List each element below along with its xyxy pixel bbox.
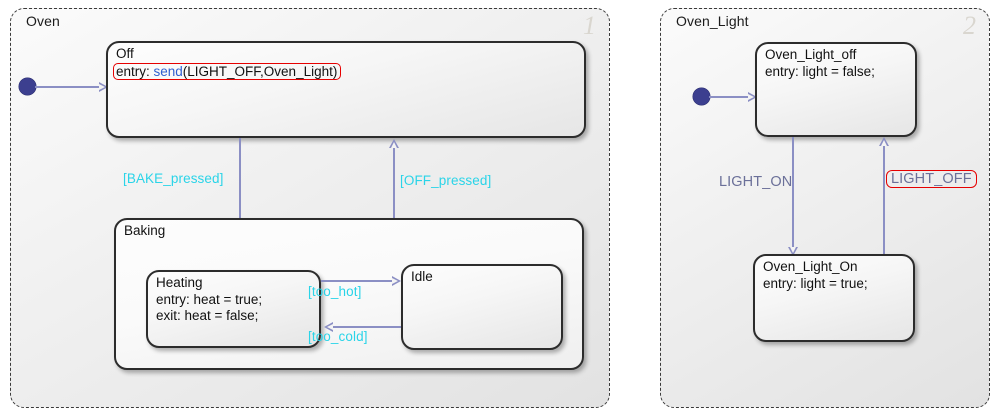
transition-too-hot-arrowhead [392, 276, 401, 286]
state-heating-text: Heating entry: heat = true; exit: heat =… [156, 275, 315, 325]
default-transition-arrowhead-oven [99, 81, 108, 92]
state-off-entry-prefix: entry: [116, 63, 154, 79]
default-transition-line-oven-light [709, 96, 754, 98]
transition-label-off-pressed[interactable]: [OFF_pressed] [400, 173, 492, 188]
default-transition-arrowhead-oven-light [748, 91, 757, 102]
state-oven-light-on-title: Oven_Light_On [763, 259, 858, 274]
state-baking-title: Baking [124, 223, 166, 238]
transition-off-pressed-line[interactable] [393, 146, 395, 226]
transition-too-cold-line[interactable] [329, 326, 401, 328]
send-keyword: send [153, 63, 183, 79]
state-heating[interactable]: Heating entry: heat = true; exit: heat =… [146, 270, 321, 348]
state-oven-light-on-entry: entry: light = true; [763, 275, 868, 291]
state-baking[interactable]: Baking Heating entry: heat = true; exit:… [114, 218, 584, 370]
chart-oven[interactable]: Oven 1 Off entry: send(LIGHT_OFF,Oven_Li… [10, 8, 610, 408]
state-oven-light-off-entry: entry: light = false; [765, 63, 875, 79]
transition-label-too-cold[interactable]: [too_cold] [308, 329, 368, 344]
transition-too-cold-arrowhead [324, 322, 333, 332]
state-oven-light-off-title: Oven_Light_off [765, 47, 857, 62]
state-heating-entry: entry: heat = true; [156, 291, 263, 307]
chart-title-oven-light: Oven_Light [676, 13, 749, 29]
state-off-entry-action-highlight: entry: send(LIGHT_OFF,Oven_Light) [113, 62, 342, 80]
state-off-entry-args: (LIGHT_OFF,Oven_Light) [182, 63, 338, 79]
transition-off-pressed-arrowhead [388, 139, 399, 148]
transition-label-bake-pressed[interactable]: [BAKE_pressed] [123, 171, 224, 186]
transition-too-hot-line[interactable] [321, 280, 393, 282]
state-oven-light-off-text: Oven_Light_off entry: light = false; [765, 47, 911, 80]
chart-number-oven-light: 2 [963, 11, 976, 40]
chart-number-oven: 1 [583, 11, 596, 40]
transition-light-off-arrowhead [878, 137, 889, 146]
state-off[interactable]: Off entry: send(LIGHT_OFF,Oven_Light) [106, 41, 586, 138]
transition-light-off-line[interactable] [883, 144, 885, 254]
default-transition-junction-oven-light [693, 88, 710, 105]
state-idle-title: Idle [411, 269, 433, 284]
chart-title-oven: Oven [26, 13, 60, 29]
transition-label-too-hot[interactable]: [too_hot] [308, 284, 362, 299]
state-oven-light-on-text: Oven_Light_On entry: light = true; [763, 259, 909, 292]
transition-label-light-on[interactable]: LIGHT_ON [719, 174, 793, 190]
state-idle-text: Idle [411, 269, 557, 286]
state-off-title: Off [116, 46, 134, 61]
state-heating-title: Heating [156, 275, 203, 290]
state-idle[interactable]: Idle [401, 264, 563, 350]
default-transition-junction-oven [19, 78, 36, 95]
state-baking-text: Baking [124, 223, 578, 240]
transition-light-on-arrowhead [787, 247, 798, 256]
transition-bake-pressed-line[interactable] [239, 138, 241, 262]
chart-oven-light[interactable]: Oven_Light 2 Oven_Light_off entry: light… [660, 8, 990, 408]
state-off-text: Off entry: send(LIGHT_OFF,Oven_Light) [113, 46, 580, 80]
transition-label-light-off[interactable]: LIGHT_OFF [886, 170, 977, 188]
default-transition-line-oven [35, 86, 105, 88]
state-oven-light-off[interactable]: Oven_Light_off entry: light = false; [755, 42, 917, 137]
state-heating-exit: exit: heat = false; [156, 308, 259, 323]
transition-light-on-line[interactable] [792, 137, 794, 254]
state-oven-light-on[interactable]: Oven_Light_On entry: light = true; [753, 254, 915, 342]
